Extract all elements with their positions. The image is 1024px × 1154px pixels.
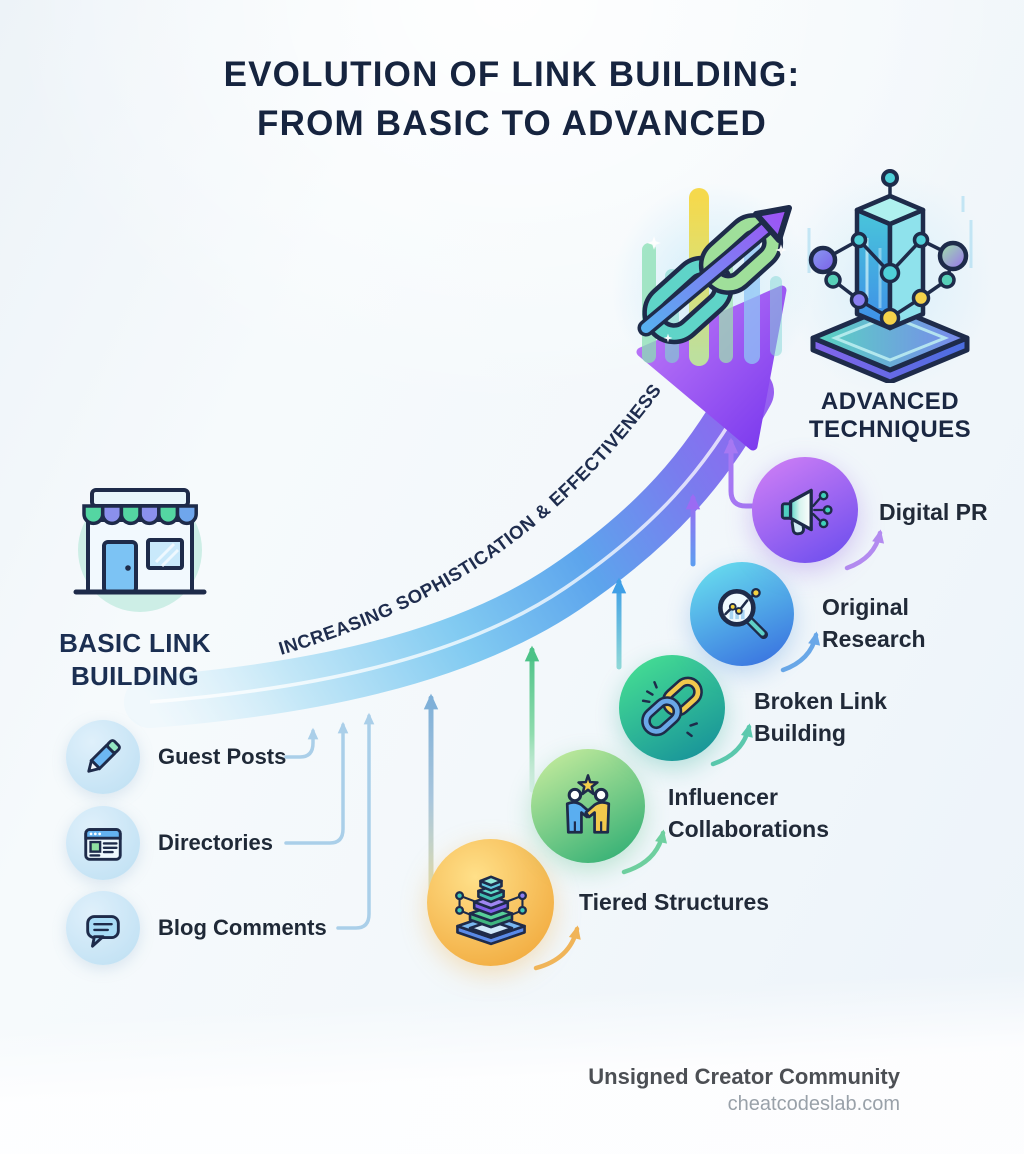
megaphone-icon: [780, 488, 833, 536]
browser-window-icon: [84, 828, 122, 861]
side-nodes: [454, 890, 527, 916]
advanced-label-line-2: TECHNIQUES: [808, 416, 972, 444]
directories-circle: [66, 806, 140, 880]
break-sparks: [641, 680, 698, 738]
mini-chart: [724, 599, 749, 620]
digital-pr-label: Digital PR: [879, 499, 988, 525]
growth-curve-arrow: [124, 285, 787, 728]
platform: [810, 303, 970, 383]
background-bottom-wash: [0, 930, 1024, 1154]
title-line-2: FROM BASIC TO ADVANCED: [257, 104, 767, 143]
chain-link-growth-arrow-icon: [637, 188, 792, 366]
directories-label: Directories: [158, 830, 273, 855]
network-nodes: [808, 169, 969, 329]
window: [146, 538, 184, 570]
broken-chain-icon: [641, 676, 703, 738]
guest-posts-circle: [66, 720, 140, 794]
network-tower-icon: [807, 169, 973, 383]
lower-link: [641, 696, 683, 737]
chain-through-arrow: [637, 205, 792, 337]
footer: Unsigned Creator Community cheatcodeslab…: [588, 1064, 900, 1116]
title-line-1: EVOLUTION OF LINK BUILDING:: [223, 55, 801, 94]
guest-posts-label: Guest Posts: [158, 744, 287, 769]
accent-lines: [807, 196, 973, 273]
page-title: EVOLUTION OF LINK BUILDING: FROM BASIC T…: [0, 50, 1024, 148]
influencer-collaborations-circle: [531, 749, 645, 863]
pen-icon: [87, 739, 121, 773]
handshake-star-icon: [565, 774, 611, 834]
awning: [82, 504, 198, 526]
original-research-label: Original Research: [822, 594, 926, 652]
digital-pr-circle: [752, 457, 858, 563]
influencer-collaborations-label: Influencer Collaborations: [668, 784, 830, 842]
basic-link-building-label: BASIC LINK BUILDING: [28, 627, 242, 692]
footer-website: cheatcodeslab.com: [727, 1093, 900, 1115]
basic-label-line-1: BASIC LINK: [59, 628, 211, 658]
storefront-icon: [73, 488, 207, 612]
tiered-structures-label: Tiered Structures: [579, 889, 770, 915]
advanced-techniques-label: ADVANCED TECHNIQUES: [788, 388, 992, 444]
basic-item-connectors: [284, 712, 375, 930]
advanced-label-line-1: ADVANCED: [820, 388, 960, 415]
upper-link: [661, 676, 703, 717]
rising-arrows: [423, 437, 760, 906]
footer-brand: Unsigned Creator Community: [588, 1064, 900, 1089]
signal-lines: [812, 496, 825, 523]
star: [577, 774, 599, 796]
sparkles: [647, 236, 787, 343]
original-research-circle: [690, 562, 794, 666]
basic-label-line-2: BUILDING: [70, 660, 200, 691]
magnifier-chart-icon: [718, 588, 769, 640]
broken-link-building-label: Broken Link Building: [754, 688, 887, 746]
door: [102, 540, 138, 594]
broken-link-building-circle: [619, 655, 725, 761]
